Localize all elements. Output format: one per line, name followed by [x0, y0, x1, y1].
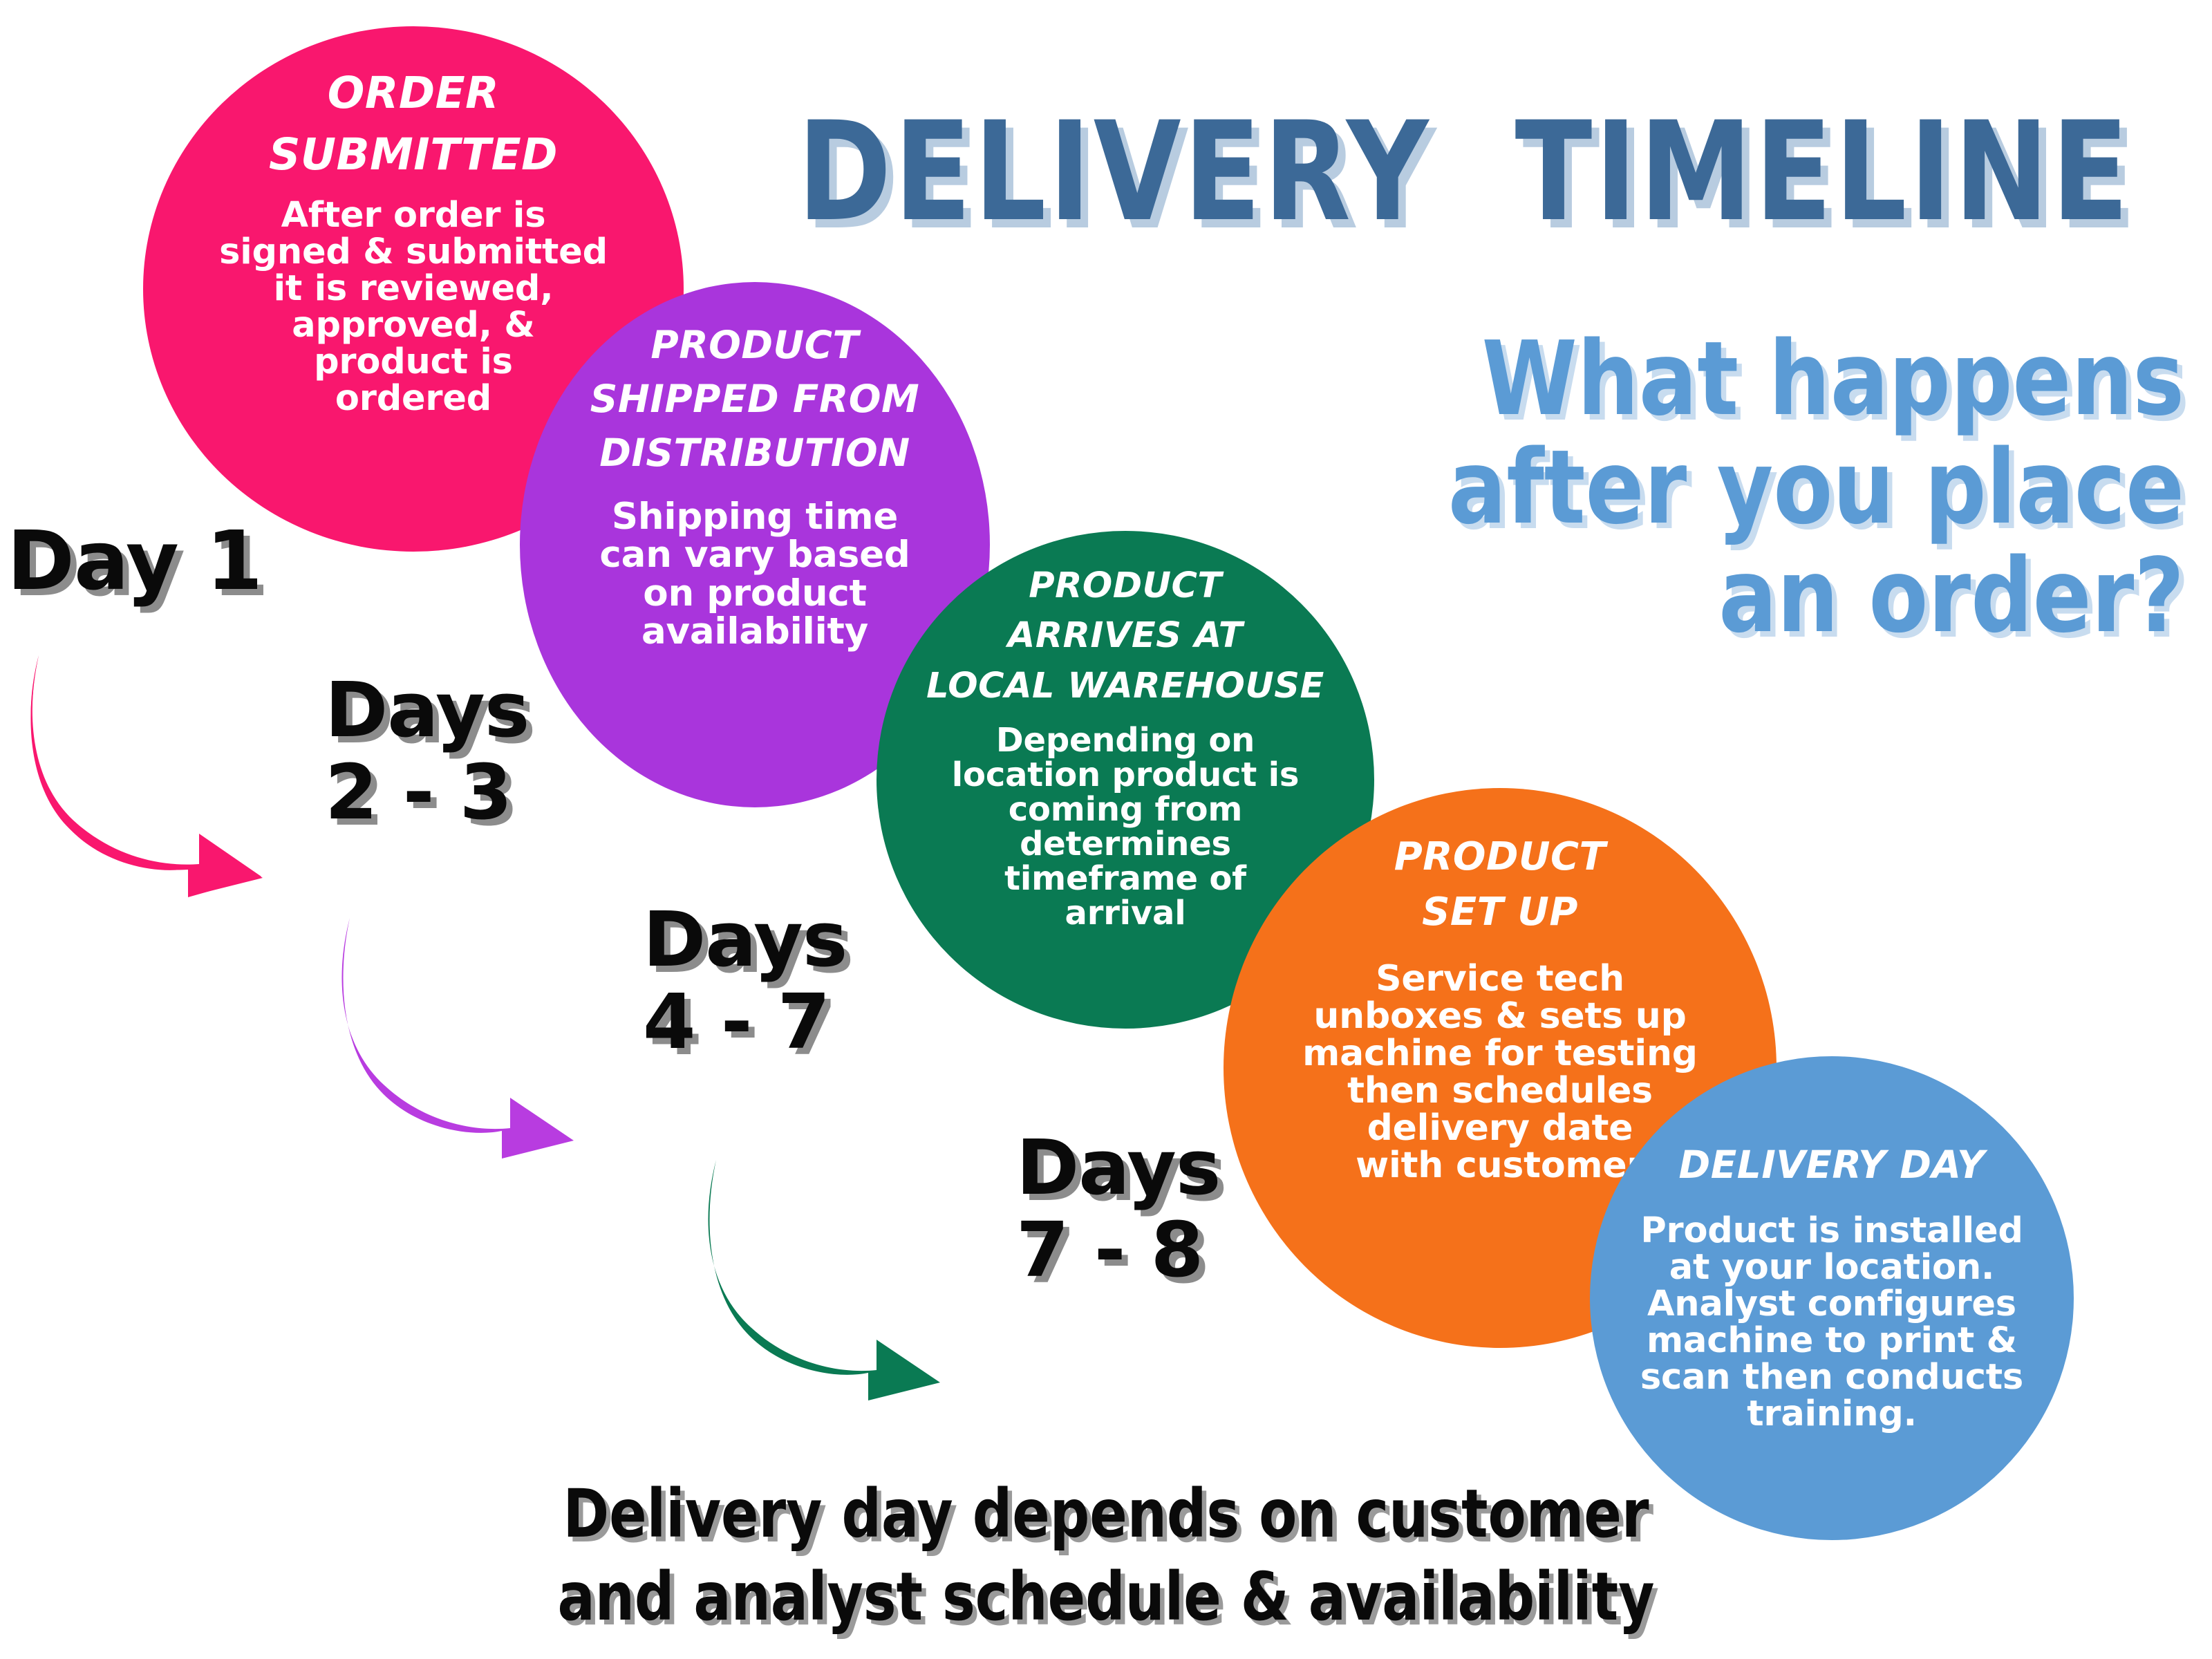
step-body-product-shipped: Shipping time can vary based on product … — [599, 496, 910, 653]
day-label-1: Day 1 — [7, 513, 263, 608]
step-title-product-arrives: PRODUCT ARRIVES AT LOCAL WAREHOUSE — [926, 565, 1324, 706]
step-title-delivery-day: DELIVERY DAY — [1678, 1143, 1985, 1187]
arrow-green-icon — [708, 1160, 940, 1400]
step-bubble-product-set-up: PRODUCT SET UP Service tech unboxes & se… — [1224, 788, 1777, 1348]
step-title-product-set-up: PRODUCT SET UP — [1394, 834, 1606, 935]
day-label-7-8: Days 7 - 8 — [1016, 1123, 1221, 1294]
day-label-4-7: Days 4 - 7 — [643, 895, 847, 1066]
day-label-2-3: Days 2 - 3 — [325, 666, 529, 836]
step-title-order-submitted: ORDER SUBMITTED — [269, 68, 558, 180]
step-bubble-delivery-day: DELIVERY DAY Product is installed at you… — [1590, 1056, 2074, 1540]
page-subtitle: What happens after you place an order? — [1447, 319, 2184, 655]
arrow-purple-icon — [341, 918, 574, 1159]
step-bubble-order-submitted: ORDER SUBMITTED After order is signed & … — [143, 26, 684, 552]
step-body-order-submitted: After order is signed & submitted it is … — [219, 194, 608, 420]
step-body-product-set-up: Service tech unboxes & sets up machine f… — [1302, 958, 1698, 1187]
step-body-delivery-day: Product is installed at your location. A… — [1640, 1210, 2024, 1435]
arrow-pink-icon — [30, 655, 263, 897]
step-title-product-shipped: PRODUCT SHIPPED FROM DISTRIBUTION — [590, 323, 920, 476]
footer-caption: Delivery day depends on customer and ana… — [557, 1475, 1655, 1635]
page-title: DELIVERY TIMELINE — [797, 92, 2132, 252]
step-body-product-arrives: Depending on location product is coming … — [951, 721, 1300, 932]
